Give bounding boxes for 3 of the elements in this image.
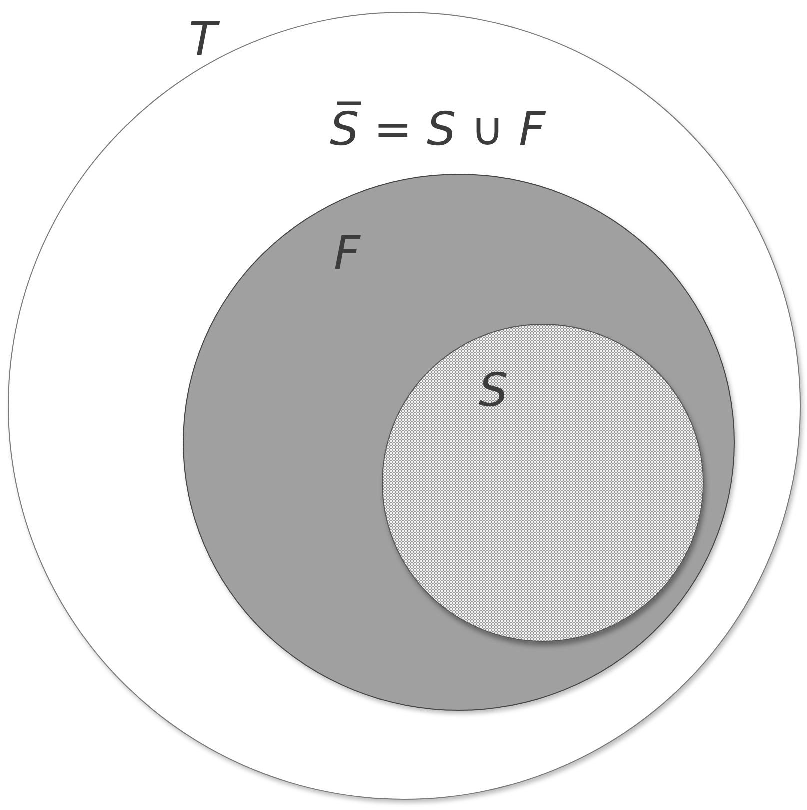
set-label: T xyxy=(189,16,218,62)
formula-label: S̅ = S ∪ F xyxy=(330,104,546,155)
set-label: F xyxy=(334,230,360,276)
